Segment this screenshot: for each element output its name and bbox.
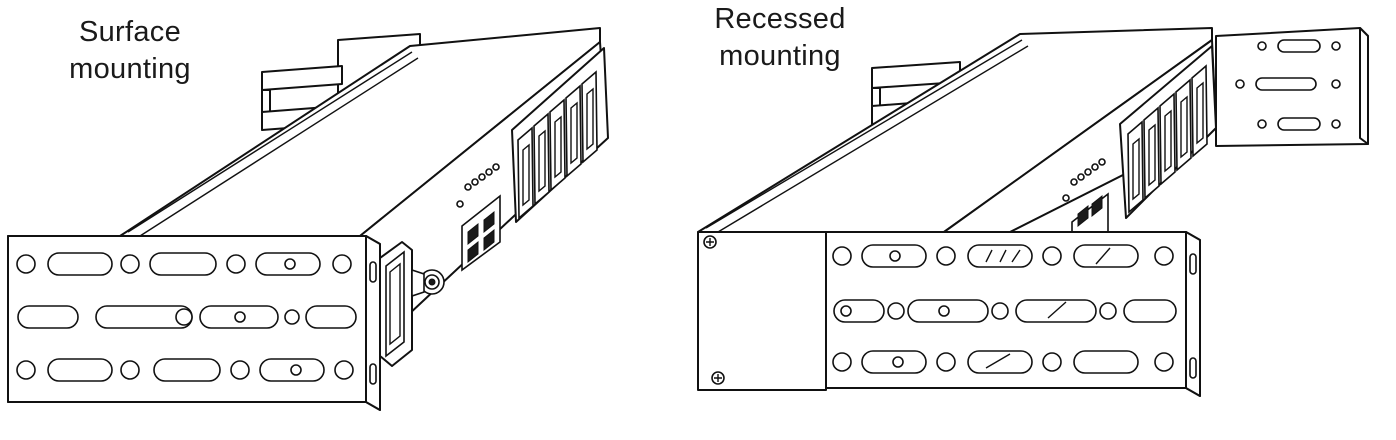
recessed-mounting-label-line-2: mounting xyxy=(719,40,841,72)
breaker-switches xyxy=(511,47,609,223)
status-leds xyxy=(456,163,500,208)
rear-extended-bracket xyxy=(1215,27,1369,147)
recessed-rj45-block xyxy=(1071,192,1109,233)
recessed-mount-device xyxy=(697,27,1369,397)
surface-mounting-label-line-2: mounting xyxy=(69,53,191,85)
surface-mount-device xyxy=(7,27,609,411)
surface-mounting-label-line-1: Surface xyxy=(78,16,182,48)
rj45-port-block xyxy=(461,194,501,272)
recessed-breaker-switches xyxy=(1119,45,1217,219)
recessed-mounting-label: Recessed mounting xyxy=(700,1,860,75)
front-flange-right xyxy=(825,231,1201,397)
recessed-status-leds xyxy=(1062,158,1106,202)
surface-mounting-label: Surface mounting xyxy=(40,14,220,88)
front-flange-left xyxy=(7,235,381,411)
recessed-mounting-label-line-1: Recessed xyxy=(714,3,846,35)
recessed-front-panel xyxy=(697,231,827,391)
power-inlet xyxy=(379,241,445,367)
